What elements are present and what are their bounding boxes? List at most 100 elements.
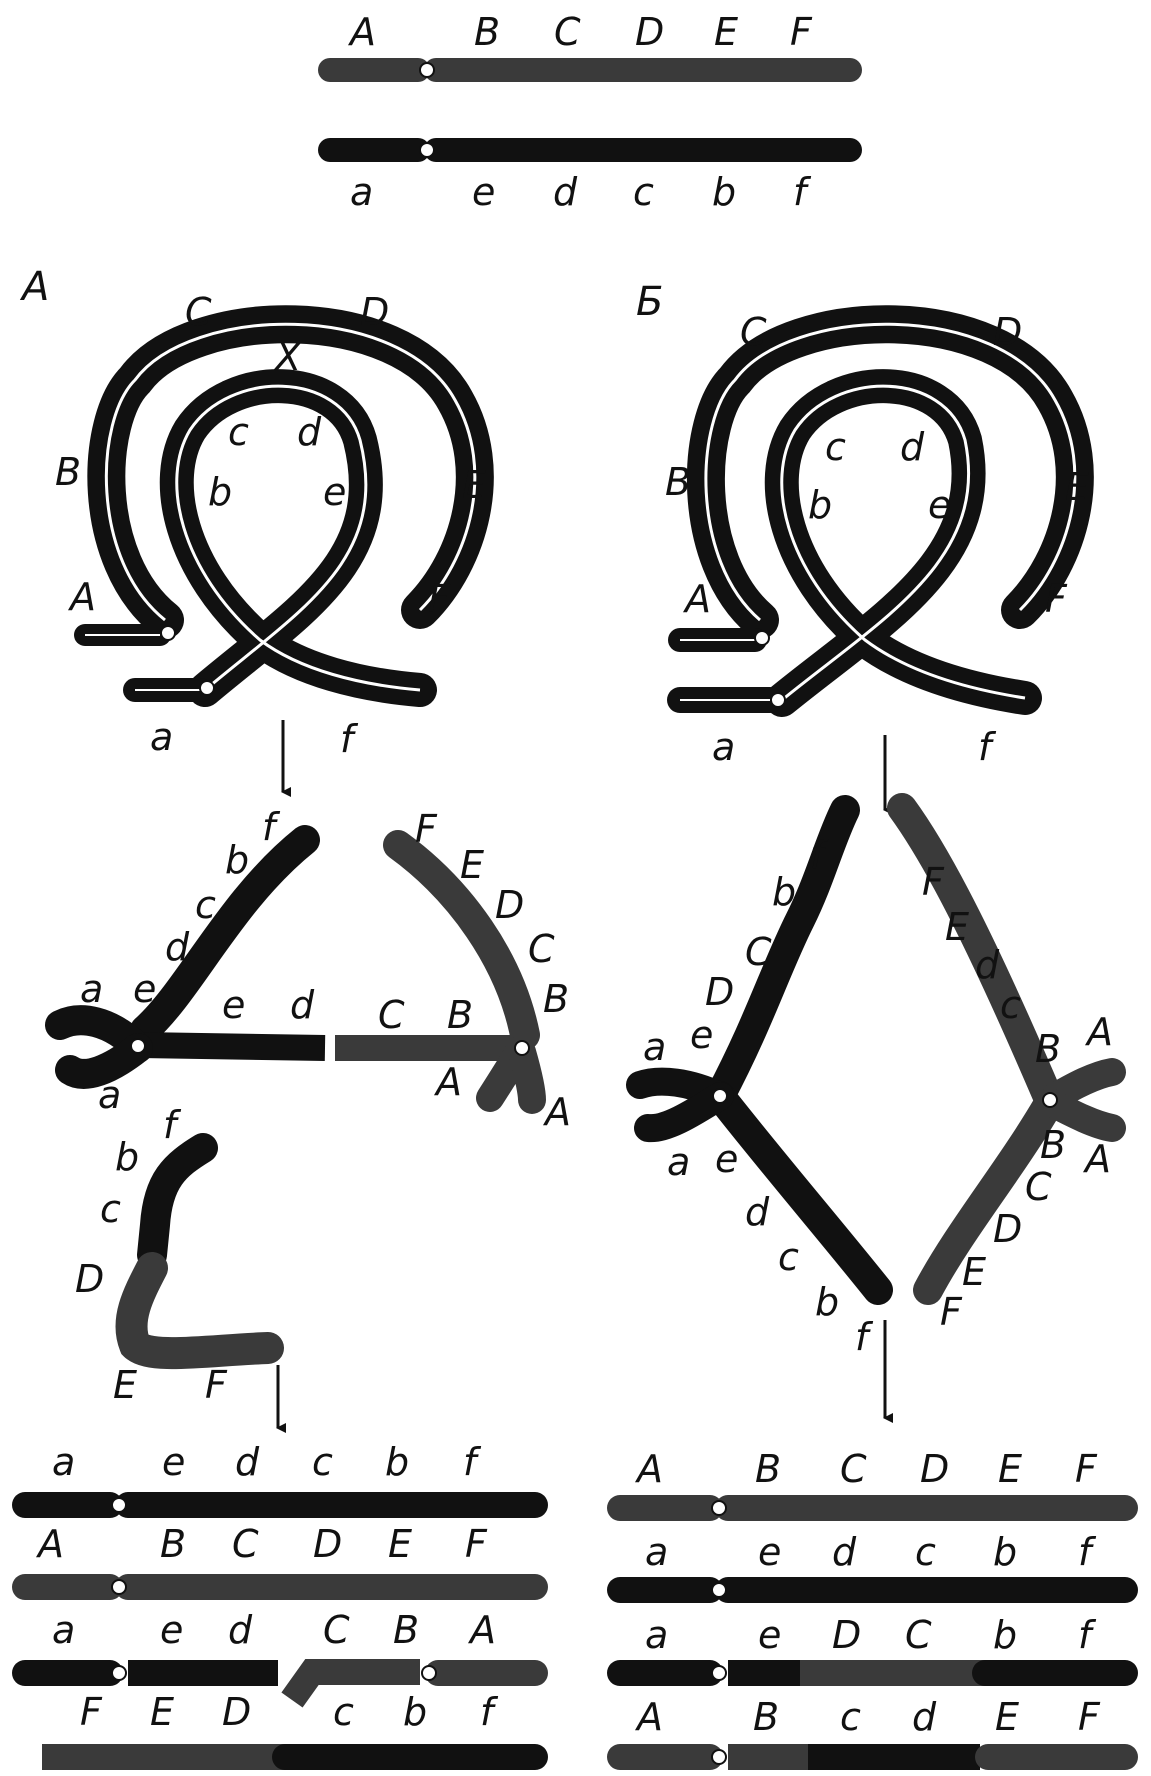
gene-label: d: [290, 983, 315, 1027]
centromere: [713, 1089, 727, 1103]
gene-label: d: [235, 1440, 260, 1484]
gene-label: D: [993, 1207, 1022, 1251]
gene-label: A: [542, 1090, 571, 1134]
gene-label: C: [232, 1522, 259, 1566]
gene-label: B: [447, 993, 473, 1037]
gene-label: B: [160, 1522, 186, 1566]
gene-label: f: [793, 170, 812, 214]
result-set-b: A B C D E F a e d c b f a e D C b f A B …: [620, 1447, 1125, 1764]
gene-label: a: [712, 725, 735, 769]
gene-label: C: [185, 290, 212, 334]
gene-label: f: [978, 725, 997, 769]
gene-label: a: [643, 1025, 666, 1069]
top-upper-chromosome: [330, 63, 850, 77]
anaphase-b: f b C D e a F E d c B A a e d c b f B A …: [640, 808, 1113, 1359]
gene-label: a: [98, 1073, 121, 1117]
gene-label: B: [393, 1608, 419, 1652]
gene-label: a: [645, 1613, 668, 1657]
centromere: [112, 1666, 126, 1680]
centromere: [200, 681, 214, 695]
gene-label: e: [758, 1530, 781, 1574]
centromere: [161, 626, 175, 640]
gene-label: D: [495, 883, 524, 927]
gene-label: D: [313, 1522, 342, 1566]
centromere: [712, 1501, 726, 1515]
gene-label: c: [633, 170, 654, 214]
gene-label: e: [928, 483, 951, 527]
gene-label: D: [993, 310, 1022, 354]
gene-label: e: [133, 967, 156, 1011]
gene-label: c: [825, 425, 846, 469]
centromere: [712, 1583, 726, 1597]
gene-label: A: [347, 10, 376, 54]
gene-label: F: [790, 10, 813, 54]
gene-label: c: [100, 1187, 121, 1231]
gene-label: a: [80, 967, 103, 1011]
gene-label: A: [1084, 1010, 1113, 1054]
gene-label: D: [635, 10, 664, 54]
gene-label: f: [855, 1315, 874, 1359]
gene-label: B: [1040, 1123, 1066, 1167]
fragment-segment: [152, 1148, 203, 1255]
gene-label: E: [388, 1522, 412, 1566]
gene-label: b: [993, 1530, 1017, 1574]
gene-label: c: [333, 1690, 354, 1734]
gene-label: B: [1035, 1027, 1061, 1071]
gene-label: E: [714, 10, 738, 54]
fragment-segment: [131, 1268, 268, 1353]
centromere: [712, 1666, 726, 1680]
gene-label: E: [1065, 465, 1089, 509]
centromere: [712, 1750, 726, 1764]
gene-label: F: [465, 1522, 488, 1566]
gene-label: d: [975, 943, 1000, 987]
gene-label: B: [55, 450, 81, 494]
gene-label: a: [52, 1440, 75, 1484]
gene-label: e: [222, 983, 245, 1027]
gene-label: C: [840, 1447, 867, 1491]
gene-label: a: [150, 715, 173, 759]
gene-label: e: [160, 1608, 183, 1652]
gene-label: A: [433, 1060, 462, 1104]
gene-label: b: [808, 483, 832, 527]
gene-label: F: [205, 1363, 228, 1407]
gene-label: D: [222, 1690, 251, 1734]
gene-label: d: [832, 1530, 857, 1574]
gene-label: E: [998, 1447, 1022, 1491]
gene-label: f: [262, 805, 281, 849]
gene-label: F: [922, 860, 945, 904]
gene-label: A: [634, 1447, 663, 1491]
gene-label: d: [228, 1608, 253, 1652]
gene-label: b: [225, 838, 249, 882]
gene-label: b: [712, 170, 736, 214]
gene-label: F: [428, 577, 451, 621]
gene-label: b: [115, 1135, 139, 1179]
inversion-loop-a: X C D B E A F c d b e a f: [55, 290, 486, 761]
gene-label: F: [1075, 1447, 1098, 1491]
chromosome-arm: [720, 1096, 878, 1290]
gene-label: E: [462, 463, 486, 507]
gene-label: C: [554, 10, 581, 54]
gene-label: F: [1078, 1695, 1101, 1739]
gene-label: E: [945, 905, 969, 949]
gene-label: e: [715, 1137, 738, 1181]
inversion-loop-b: C D B E A F c d b e a f: [665, 310, 1089, 769]
gene-label: f: [1078, 1613, 1097, 1657]
gene-label: c: [1000, 983, 1021, 1027]
gene-label: d: [745, 1190, 770, 1234]
gene-label: d: [297, 410, 322, 454]
gene-label: D: [75, 1257, 104, 1301]
gene-label: C: [740, 310, 767, 354]
gene-label: A: [67, 575, 96, 619]
gene-label: f: [340, 717, 359, 761]
gene-label: C: [528, 927, 555, 971]
gene-label: E: [150, 1690, 174, 1734]
gene-label: b: [815, 1280, 839, 1324]
gene-label: B: [474, 10, 500, 54]
gene-label: F: [940, 1290, 963, 1334]
crossover-mark: X: [273, 335, 302, 379]
centromere: [1043, 1093, 1057, 1107]
gene-label: b: [403, 1690, 427, 1734]
gene-label: B: [755, 1447, 781, 1491]
gene-label: d: [900, 425, 925, 469]
